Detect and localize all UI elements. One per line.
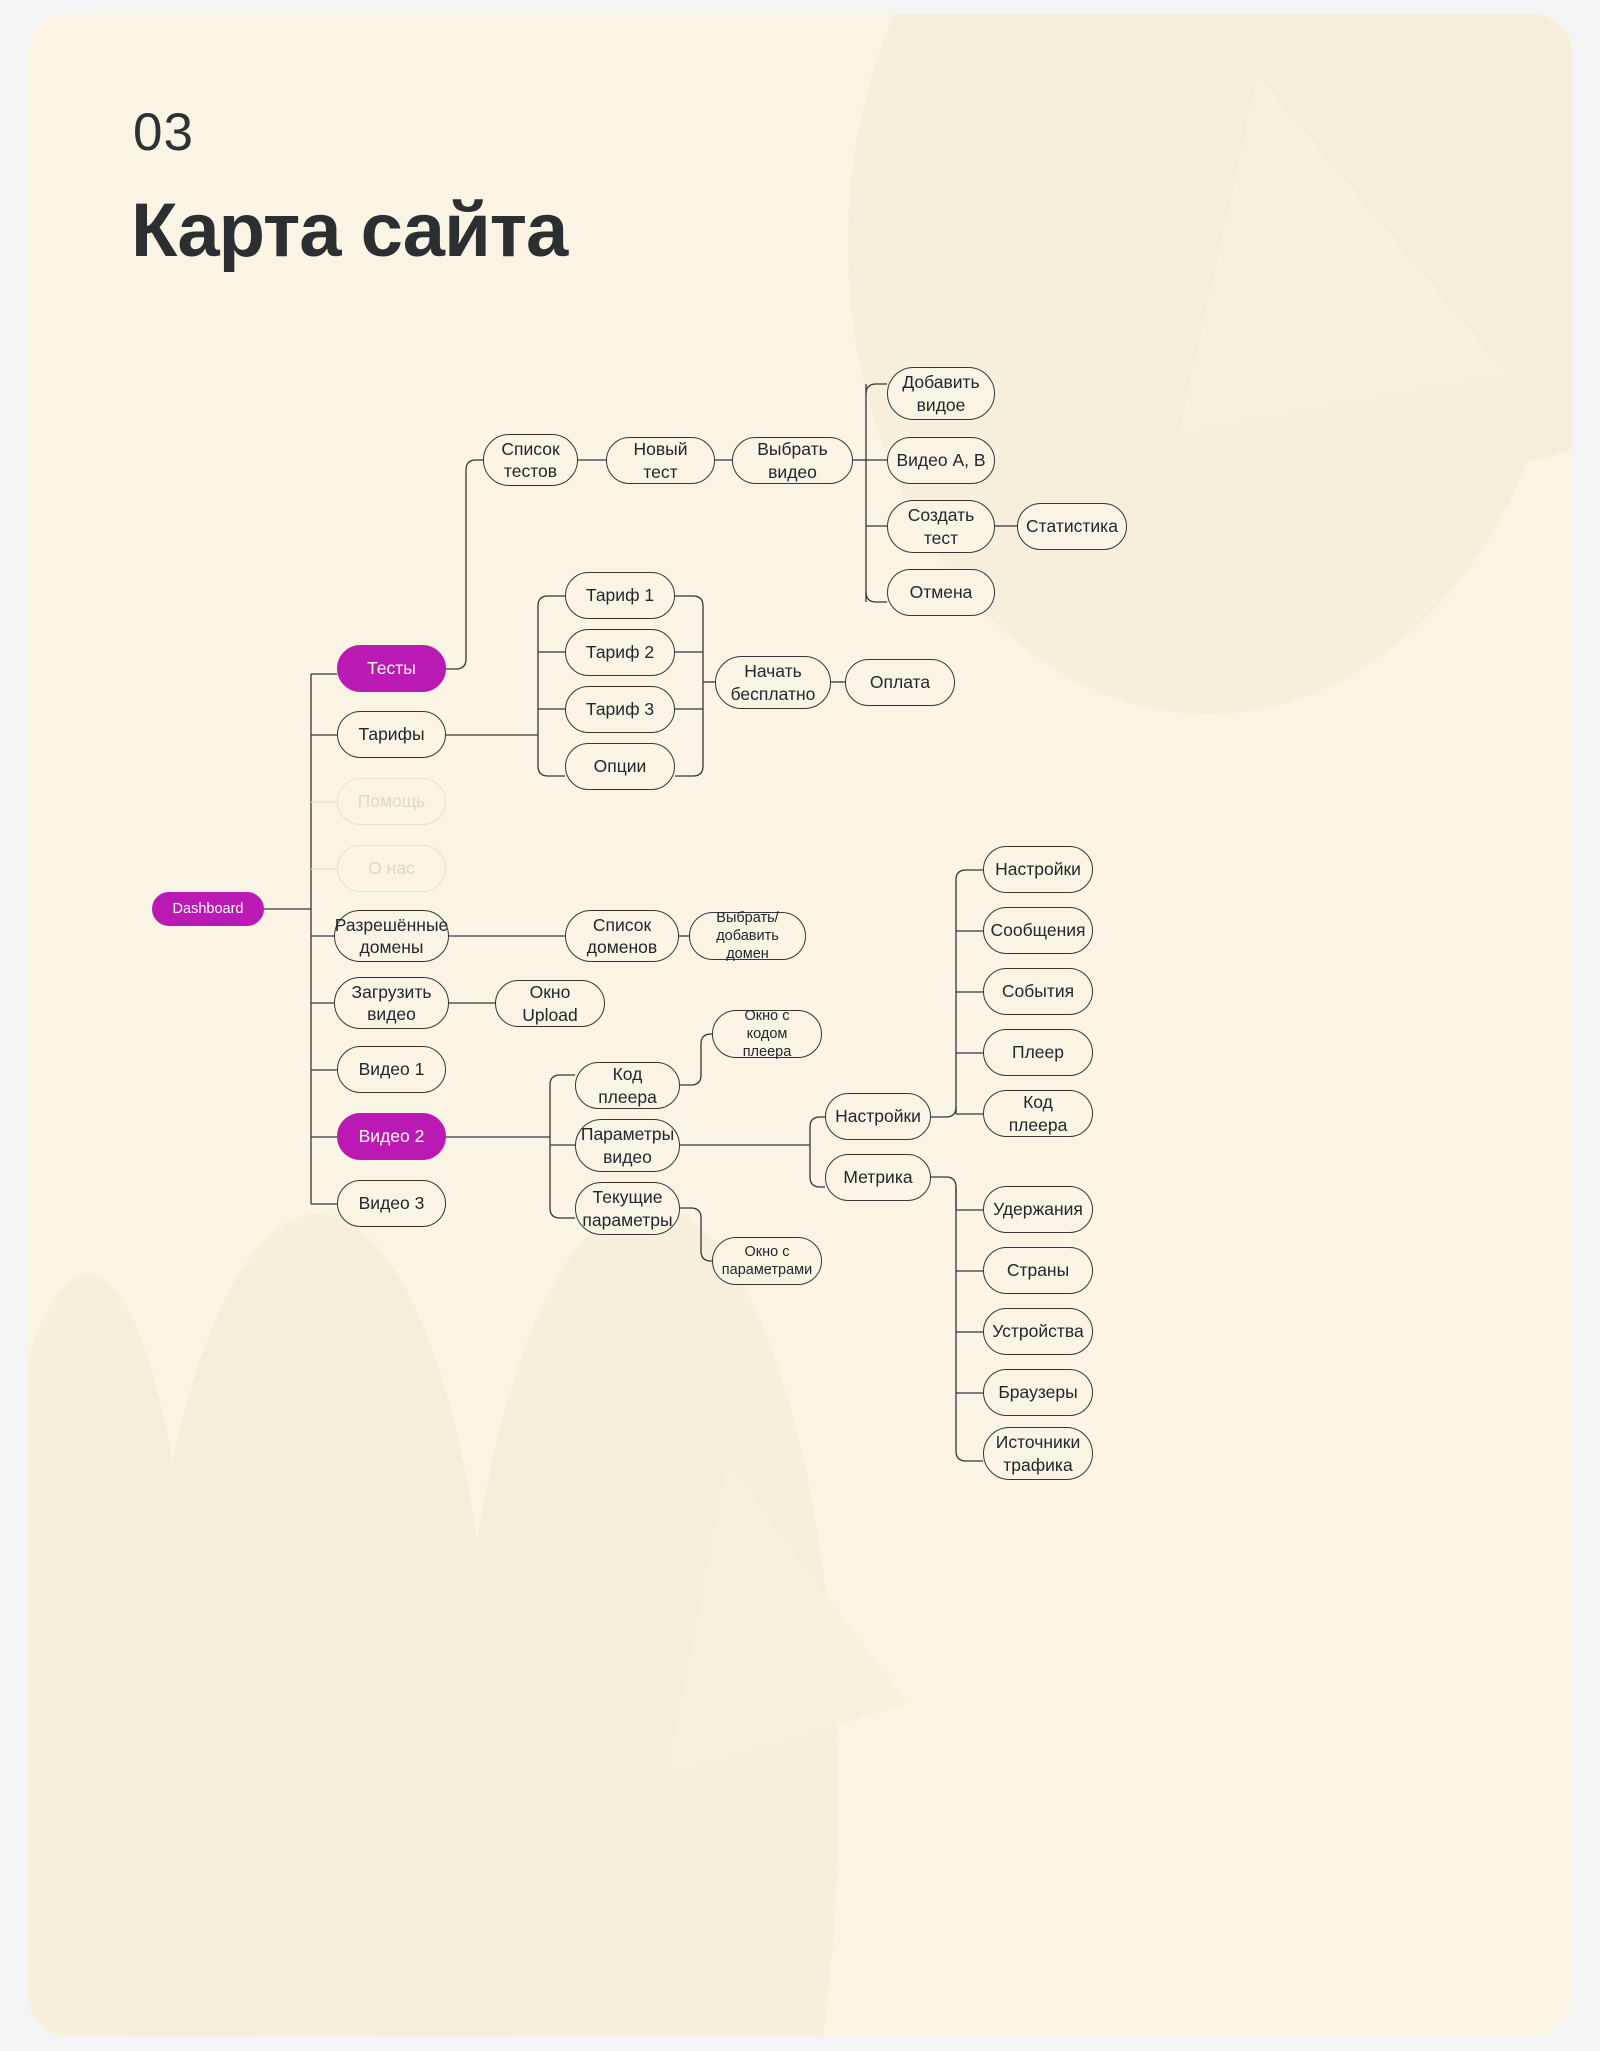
page-title: Карта сайта bbox=[131, 188, 568, 273]
node-tests[interactable]: Тесты bbox=[337, 645, 446, 692]
node-upload-window[interactable]: Окно Upload bbox=[495, 980, 605, 1027]
node-tariffs[interactable]: Тарифы bbox=[337, 711, 446, 758]
node-set-player[interactable]: Плеер bbox=[983, 1029, 1093, 1076]
node-set-settings[interactable]: Настройки bbox=[983, 846, 1093, 893]
node-video-2[interactable]: Видео 2 bbox=[337, 1113, 446, 1160]
node-met-devices[interactable]: Устройства bbox=[983, 1308, 1093, 1355]
node-set-events[interactable]: События bbox=[983, 968, 1093, 1015]
connector-lines bbox=[264, 383, 1017, 1462]
node-add-video[interactable]: Добавить видое bbox=[887, 367, 995, 420]
node-met-traffic[interactable]: Источники трафика bbox=[983, 1427, 1093, 1480]
node-video-ab[interactable]: Видео A, B bbox=[887, 437, 995, 484]
sitemap-page: 03 Карта сайта bbox=[28, 14, 1572, 2036]
page-header: 03 Карта сайта bbox=[131, 103, 568, 273]
node-set-player-code[interactable]: Код плеера bbox=[983, 1090, 1093, 1137]
node-settings[interactable]: Настройки bbox=[825, 1093, 931, 1140]
node-set-messages[interactable]: Сообщения bbox=[983, 907, 1093, 954]
node-video-1[interactable]: Видео 1 bbox=[337, 1046, 446, 1093]
node-player-code[interactable]: Код плеера bbox=[575, 1062, 680, 1109]
node-domains-list[interactable]: Список доменов bbox=[565, 910, 679, 962]
node-payment[interactable]: Оплата bbox=[845, 659, 955, 706]
node-params-window[interactable]: Окно с параметрами bbox=[712, 1237, 822, 1285]
node-help[interactable]: Помощь bbox=[337, 778, 446, 825]
node-new-test[interactable]: Новый тест bbox=[606, 437, 715, 484]
node-tariff-3[interactable]: Тариф 3 bbox=[565, 686, 675, 733]
node-choose-video[interactable]: Выбрать видео bbox=[732, 437, 853, 484]
node-allowed-domains[interactable]: Разрешённые домены bbox=[334, 910, 449, 962]
node-met-retention[interactable]: Удержания bbox=[983, 1186, 1093, 1233]
node-add-domain[interactable]: Выбрать/ добавить домен bbox=[689, 910, 806, 962]
node-current-params[interactable]: Текущие параметры bbox=[575, 1182, 680, 1235]
node-create-test[interactable]: Создать тест bbox=[887, 500, 995, 553]
node-about[interactable]: О нас bbox=[337, 845, 446, 892]
section-number: 03 bbox=[133, 103, 194, 162]
node-cancel[interactable]: Отмена bbox=[887, 569, 995, 616]
node-player-code-win[interactable]: Окно с кодом плеера bbox=[712, 1008, 822, 1060]
node-tariff-1[interactable]: Тариф 1 bbox=[565, 572, 675, 619]
node-video-3[interactable]: Видео 3 bbox=[337, 1180, 446, 1227]
node-start-free[interactable]: Начать бесплатно bbox=[715, 656, 831, 709]
node-met-countries[interactable]: Страны bbox=[983, 1247, 1093, 1294]
node-statistics[interactable]: Статистика bbox=[1017, 503, 1127, 550]
node-upload-video[interactable]: Загрузить видео bbox=[334, 977, 449, 1029]
node-met-browsers[interactable]: Браузеры bbox=[983, 1369, 1093, 1416]
node-options[interactable]: Опции bbox=[565, 743, 675, 790]
node-video-params[interactable]: Параметры видео bbox=[575, 1119, 680, 1172]
node-tests-list[interactable]: Список тестов bbox=[483, 434, 578, 486]
node-tariff-2[interactable]: Тариф 2 bbox=[565, 629, 675, 676]
node-dashboard[interactable]: Dashboard bbox=[152, 892, 264, 926]
node-metrics[interactable]: Метрика bbox=[825, 1154, 931, 1201]
